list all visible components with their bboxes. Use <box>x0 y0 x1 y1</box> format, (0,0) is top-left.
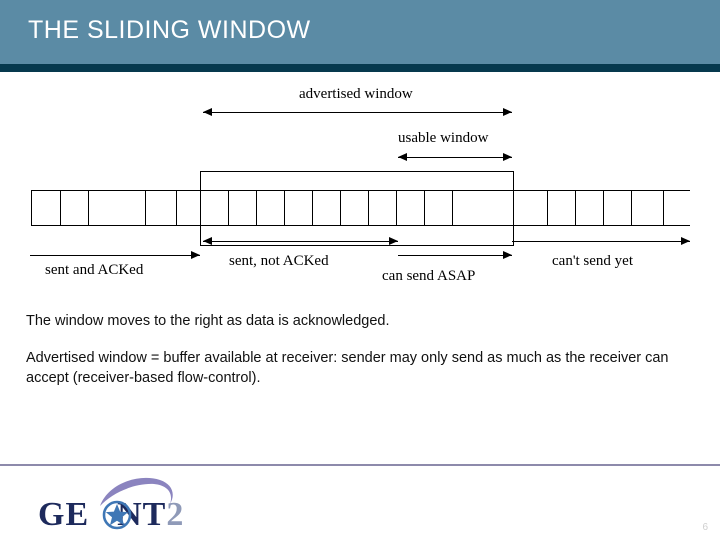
cell-divider <box>452 190 453 225</box>
measure-line-advertised-window <box>203 112 512 113</box>
cell-divider <box>547 190 548 225</box>
advertised-window-box <box>200 171 514 246</box>
label-can-send-asap: can send ASAP <box>382 268 476 284</box>
label-advertised-window: advertised window <box>299 86 413 102</box>
arrowhead-right-advertised-window <box>503 107 512 116</box>
label-cant-send-yet: can't send yet <box>552 253 634 269</box>
measure-line-cant-send-yet <box>512 241 690 242</box>
measure-line-usable-window <box>398 157 512 158</box>
logo-text-suffix: 2 <box>166 496 185 533</box>
cell-divider <box>575 190 576 225</box>
page-title: THE SLIDING WINDOW <box>28 16 311 44</box>
cell-divider <box>284 190 285 225</box>
sliding-window-diagram: advertised window usable window <box>0 72 720 300</box>
arrowhead-right-cant-send-yet <box>681 236 690 245</box>
body-paragraph-1: The window moves to the right as data is… <box>26 313 390 329</box>
measure-line-sent-and-acked <box>30 255 200 256</box>
cell-divider <box>396 190 397 225</box>
strip-top-line <box>31 190 690 191</box>
cell-divider <box>88 190 89 225</box>
slide-header-band <box>0 0 720 64</box>
arrowhead-left-usable-window <box>398 152 407 161</box>
strip-bottom-line <box>31 225 690 226</box>
cell-divider <box>31 190 32 225</box>
body-paragraph-2: Advertised window = buffer available at … <box>26 350 669 386</box>
arrowhead-left-advertised-window <box>203 107 212 116</box>
cell-divider <box>663 190 664 225</box>
page-number: 6 <box>702 522 708 533</box>
cell-divider <box>176 190 177 225</box>
measure-line-can-send-asap <box>398 255 512 256</box>
slide-header-rule <box>0 64 720 72</box>
cell-divider <box>60 190 61 225</box>
cell-divider <box>228 190 229 225</box>
cell-divider <box>256 190 257 225</box>
arrowhead-right-usable-window <box>503 152 512 161</box>
cell-divider <box>368 190 369 225</box>
cell-divider <box>340 190 341 225</box>
arrowhead-right-sent-and-acked <box>191 250 200 259</box>
arrowhead-right-sent-not-acked <box>389 236 398 245</box>
cell-divider <box>312 190 313 225</box>
logo-swoosh-icon <box>100 477 173 506</box>
measure-line-sent-not-acked <box>203 241 398 242</box>
label-usable-window: usable window <box>398 130 489 146</box>
cell-divider <box>145 190 146 225</box>
cell-divider <box>424 190 425 225</box>
footer-divider <box>0 464 720 466</box>
cell-divider <box>603 190 604 225</box>
label-sent-and-acked: sent and ACKed <box>45 262 144 278</box>
label-sent-not-acked: sent, not ACKed <box>229 253 329 269</box>
arrowhead-left-sent-not-acked <box>203 236 212 245</box>
logo-star-icon <box>102 500 132 530</box>
logo-text-prefix: GE <box>38 496 90 533</box>
arrowhead-right-can-send-asap <box>503 250 512 259</box>
cell-divider <box>631 190 632 225</box>
